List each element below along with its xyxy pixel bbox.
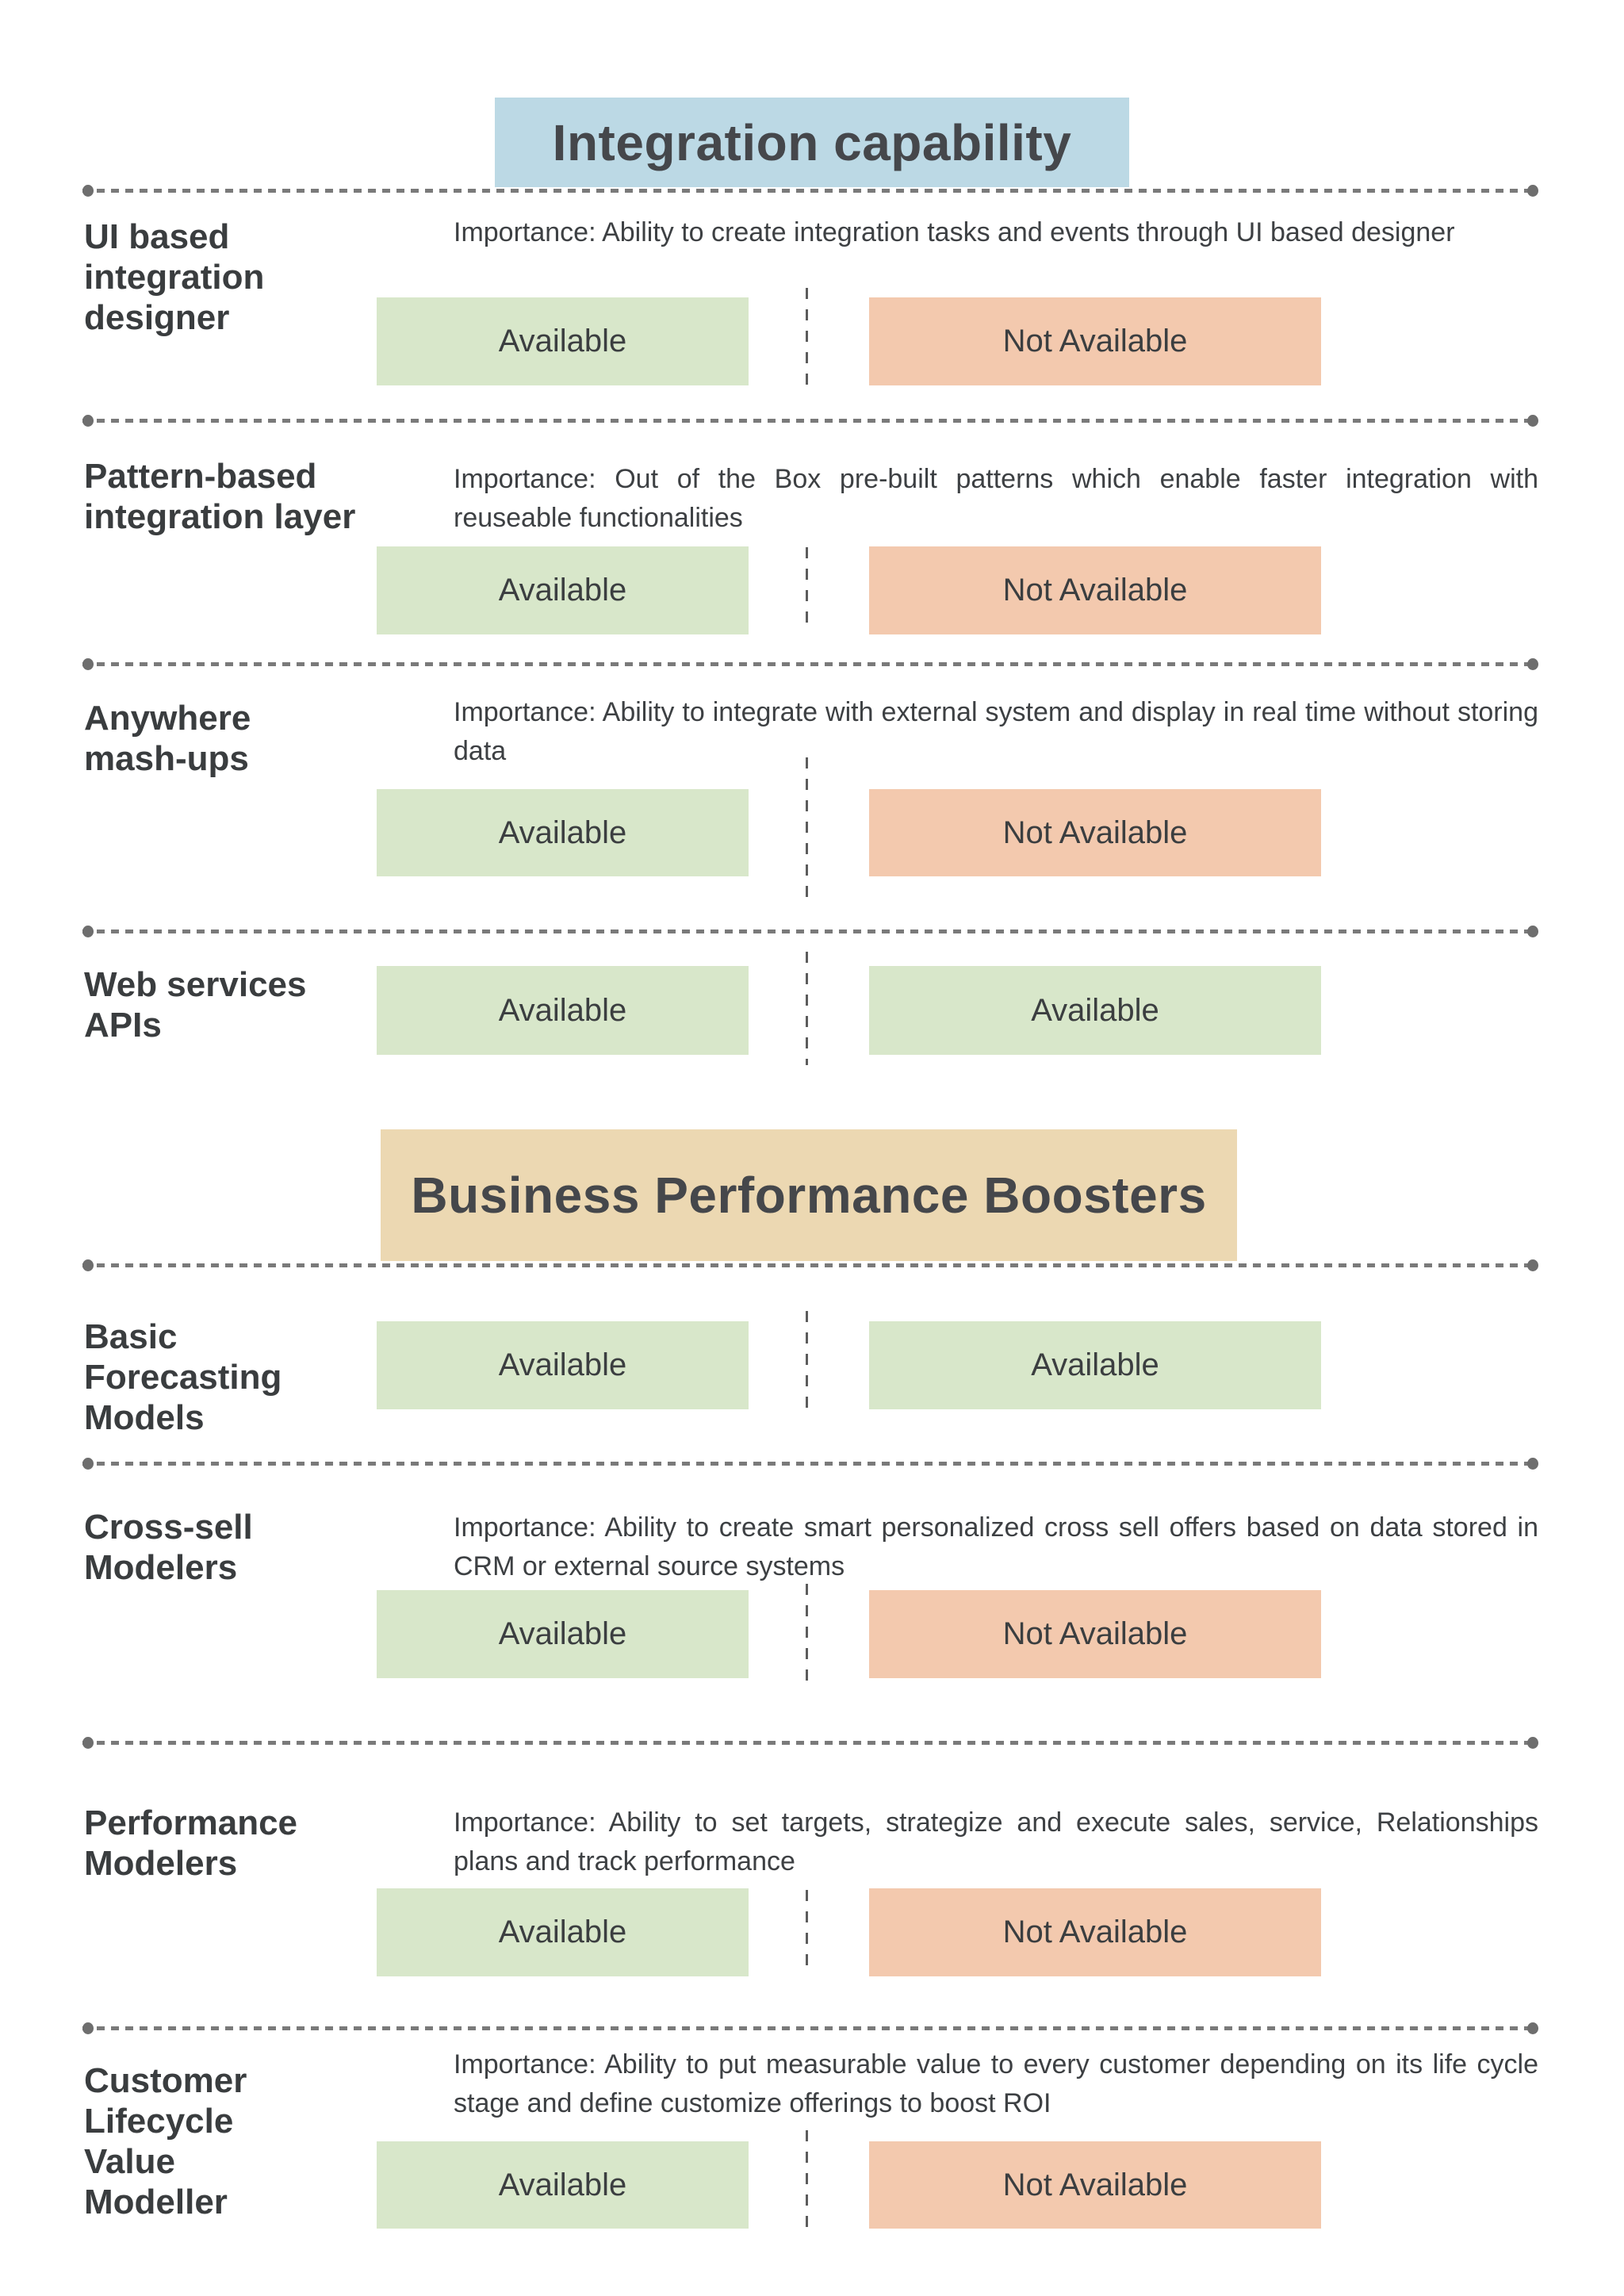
availability-label: Not Available <box>1002 2167 1188 2202</box>
availability-cell-left: Available <box>377 1590 749 1678</box>
column-divider <box>806 547 808 627</box>
availability-cell-right: Not Available <box>869 297 1321 385</box>
availability-label: Not Available <box>1002 1915 1188 1949</box>
importance-text: Importance: Ability to create integratio… <box>454 217 1455 247</box>
importance-text: Importance: Out of the Box pre-built pat… <box>454 464 1538 533</box>
row-divider <box>82 1737 1538 1749</box>
availability-label: Not Available <box>1002 1616 1188 1651</box>
availability-cell-right: Available <box>869 1321 1321 1409</box>
feature-label: Pattern-based integration layer <box>84 457 356 536</box>
column-divider <box>806 1890 808 1967</box>
importance-text: Importance: Ability to integrate with ex… <box>454 697 1538 766</box>
section-title-text: Business Performance Boosters <box>411 1167 1207 1224</box>
feature-label: Web services APIs <box>84 965 307 1045</box>
row-divider <box>82 658 1538 670</box>
column-divider <box>806 2130 808 2233</box>
availability-label: Available <box>498 815 627 850</box>
row-divider <box>82 1259 1538 1271</box>
feature-label: Basic Forecasting Models <box>84 1317 282 1437</box>
column-divider <box>806 757 808 907</box>
feature-label: Performance Modelers <box>84 1803 298 1883</box>
availability-label: Not Available <box>1002 815 1188 850</box>
availability-cell-left: Available <box>377 2141 749 2229</box>
section-title-business-performance-boosters: Business Performance Boosters <box>381 1129 1237 1261</box>
importance-text: Importance: Ability to create smart pers… <box>454 1512 1538 1581</box>
row-divider <box>82 1458 1538 1470</box>
availability-label: Available <box>1031 1347 1159 1382</box>
availability-cell-right: Available <box>869 966 1321 1055</box>
importance-text: Importance: Ability to set targets, stra… <box>454 1807 1538 1876</box>
availability-label: Not Available <box>1002 573 1188 608</box>
availability-cell-right: Not Available <box>869 546 1321 634</box>
row-divider <box>82 185 1538 197</box>
section-title-text: Integration capability <box>552 113 1072 171</box>
availability-label: Available <box>498 1347 627 1382</box>
column-divider <box>806 952 808 1065</box>
importance-text: Importance: Ability to put measurable va… <box>454 2049 1538 2118</box>
section-title-integration-capability: Integration capability <box>495 98 1129 187</box>
row-divider <box>82 926 1538 937</box>
availability-cell-right: Not Available <box>869 1888 1321 1976</box>
row-divider <box>82 415 1538 427</box>
column-divider <box>806 1311 808 1414</box>
column-divider <box>806 1584 808 1684</box>
availability-label: Available <box>1031 992 1159 1028</box>
availability-label: Not Available <box>1002 324 1188 358</box>
availability-label: Available <box>498 1915 627 1949</box>
feature-label: Customer Lifecycle Value Modeller <box>84 2061 247 2221</box>
availability-cell-right: Not Available <box>869 2141 1321 2229</box>
feature-label: Cross-sell Modelers <box>84 1508 253 1587</box>
availability-cell-right: Not Available <box>869 789 1321 876</box>
availability-cell-left: Available <box>377 789 749 876</box>
availability-cell-left: Available <box>377 297 749 385</box>
column-divider <box>806 288 808 391</box>
availability-label: Available <box>498 324 627 358</box>
availability-label: Available <box>498 992 627 1028</box>
availability-label: Available <box>498 1616 627 1651</box>
availability-label: Available <box>498 2167 627 2202</box>
availability-cell-left: Available <box>377 546 749 634</box>
availability-label: Available <box>498 573 627 608</box>
availability-cell-left: Available <box>377 966 749 1055</box>
feature-label: UI based integration designer <box>84 217 265 337</box>
availability-cell-left: Available <box>377 1888 749 1976</box>
availability-cell-right: Not Available <box>869 1590 1321 1678</box>
feature-label: Anywhere mash-ups <box>84 699 251 778</box>
row-divider <box>82 2022 1538 2034</box>
availability-cell-left: Available <box>377 1321 749 1409</box>
